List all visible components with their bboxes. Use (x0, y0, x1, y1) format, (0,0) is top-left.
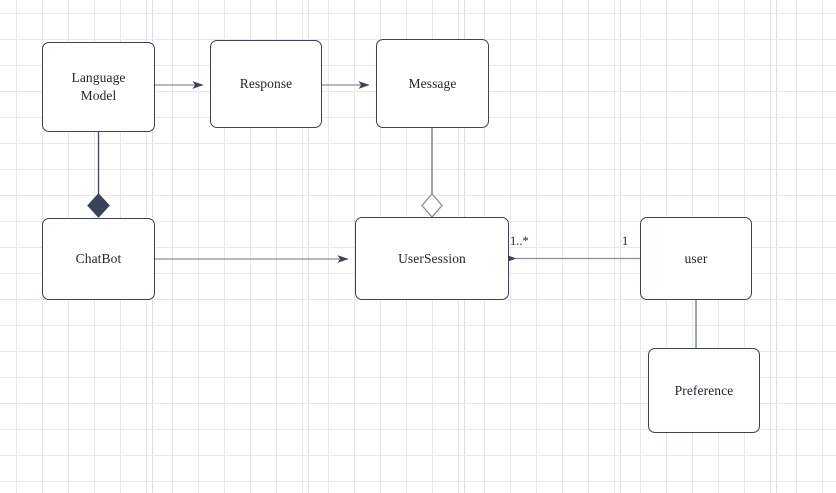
node-label: Preference (674, 382, 734, 398)
multiplicity-label-usersession: 1..* (510, 234, 529, 248)
node-label: Response (239, 76, 293, 92)
node-label: ChatBot (75, 251, 122, 267)
node-usersession[interactable]: UserSession (355, 217, 509, 300)
node-response[interactable]: Response (210, 40, 322, 128)
edge-language-model-to-chatbot-composition (87, 132, 110, 218)
node-preference[interactable]: Preference (648, 348, 760, 433)
multiplicity-label-user: 1 (622, 234, 629, 248)
edge-message-to-usersession-aggregation (421, 128, 443, 218)
node-chatbot[interactable]: ChatBot (42, 218, 155, 300)
node-label: Message (408, 75, 457, 91)
filled-diamond-icon (87, 193, 110, 218)
node-label: UserSession (398, 250, 466, 266)
node-message[interactable]: Message (376, 39, 489, 128)
hollow-diamond-icon (421, 193, 443, 218)
node-language-model[interactable]: Language Model (42, 42, 155, 132)
node-label: Language Model (71, 70, 126, 103)
node-label: user (684, 250, 708, 266)
node-user[interactable]: user (640, 217, 752, 300)
